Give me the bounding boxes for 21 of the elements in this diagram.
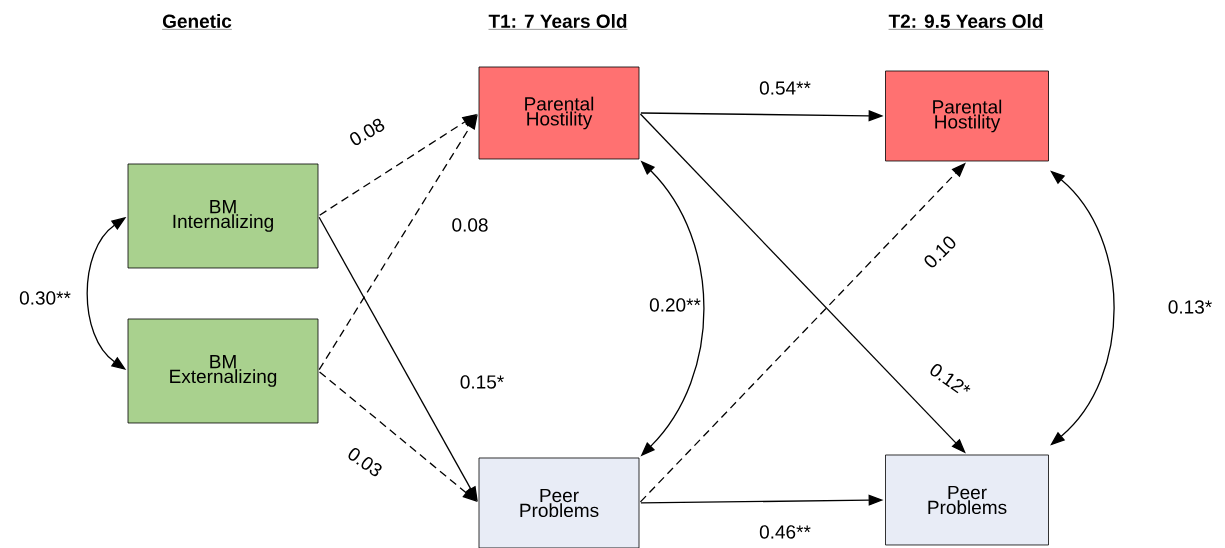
path-coefficient: 0.15* — [458, 374, 506, 390]
variable-box: BM Externalizing — [127, 318, 319, 424]
path-coefficient: 0.08 — [450, 217, 490, 233]
path-coefficient: 0.10 — [920, 232, 960, 272]
path-coefficient: 0.46** — [758, 524, 812, 540]
column-heading: Genetic — [161, 14, 233, 30]
variable-box: BM Internalizing — [127, 163, 319, 269]
path-coefficient: 0.03 — [344, 444, 386, 480]
path-coefficient: 0.08 — [346, 115, 388, 149]
variable-box: Peer Problems — [478, 457, 640, 548]
arrow — [1050, 170, 1115, 446]
column-heading: T2: 9.5 Years Old — [888, 14, 1044, 30]
variable-box: Parental Hostility — [478, 66, 640, 160]
path-coefficient: 0.13* — [1166, 299, 1214, 315]
path-coefficient: 0.20** — [648, 297, 702, 313]
variable-box: Peer Problems — [885, 454, 1049, 546]
variable-box: Parental Hostility — [885, 70, 1049, 162]
path-coefficient: 0.12* — [926, 360, 974, 400]
path-coefficient: 0.30** — [18, 290, 72, 306]
column-heading: T1: 7 Years Old — [488, 14, 628, 30]
path-coefficient: 0.54** — [758, 80, 812, 96]
